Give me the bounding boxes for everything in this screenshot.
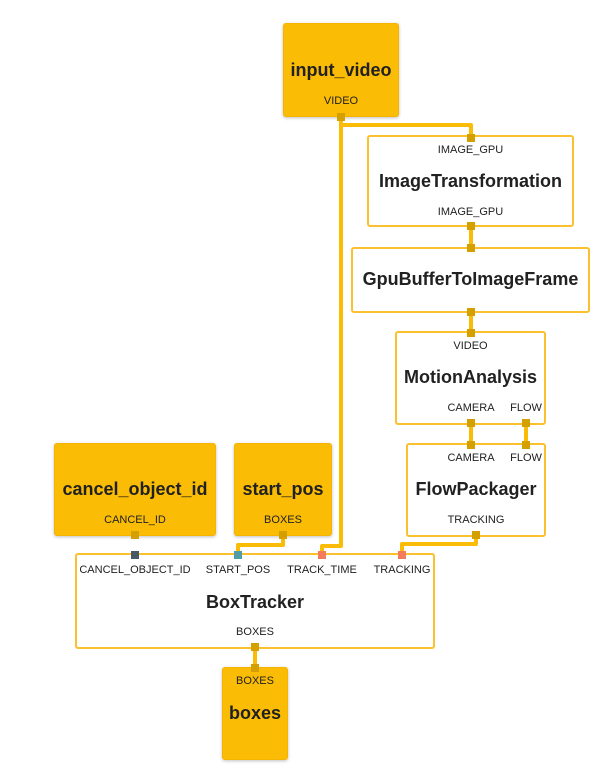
input-video-title: input_video	[290, 60, 392, 80]
motion-analysis-flow-port-label: FLOW	[510, 402, 542, 414]
image-transformation-input-port-label: IMAGE_GPU	[437, 144, 504, 156]
boxes-node[interactable]: BOXES boxes	[222, 667, 288, 760]
cancel-object-id-output-port-label: CANCEL_ID	[104, 514, 166, 526]
flow-packager-node[interactable]: CAMERA FLOW FlowPackager TRACKING	[406, 443, 546, 537]
input-video-output-port-label: VIDEO	[323, 95, 359, 107]
edge-tracking-to-box-tracker	[400, 535, 478, 555]
cancel-object-id-node[interactable]: cancel_object_id CANCEL_ID	[54, 443, 216, 536]
motion-analysis-title: MotionAnalysis	[403, 367, 537, 387]
motion-analysis-input-port-label: VIDEO	[453, 340, 488, 352]
flow-packager-output-port-label: TRACKING	[447, 514, 505, 526]
image-transformation-output-port-label: IMAGE_GPU	[437, 206, 504, 218]
start-pos-title: start_pos	[242, 479, 324, 499]
motion-analysis-node[interactable]: VIDEO MotionAnalysis CAMERA FLOW	[395, 331, 546, 425]
cancel-object-id-title: cancel_object_id	[62, 479, 208, 499]
start-pos-output-port-label: BOXES	[264, 514, 302, 526]
box-tracker-track-time-port-label: TRACK_TIME	[287, 564, 357, 576]
box-tracker-node[interactable]: CANCEL_OBJECT_ID START_POS TRACK_TIME TR…	[75, 553, 435, 649]
image-transformation-title: ImageTransformation	[378, 171, 563, 191]
flow-packager-camera-port-label: CAMERA	[447, 452, 495, 464]
flow-packager-title: FlowPackager	[415, 479, 537, 499]
image-transformation-node[interactable]: IMAGE_GPU ImageTransformation IMAGE_GPU	[367, 135, 574, 227]
boxes-title: boxes	[228, 703, 282, 723]
boxes-input-port-label: BOXES	[236, 675, 274, 687]
box-tracker-cancel-port-label: CANCEL_OBJECT_ID	[79, 564, 191, 576]
input-video-node[interactable]: input_video VIDEO	[283, 23, 399, 117]
motion-analysis-camera-port-label: CAMERA	[447, 402, 495, 414]
box-tracker-tracking-port-label: TRACKING	[373, 564, 431, 576]
edge-video-to-track-time	[320, 117, 343, 555]
flow-packager-flow-port-label: FLOW	[510, 452, 542, 464]
box-tracker-output-port-label: BOXES	[236, 626, 274, 638]
box-tracker-title: BoxTracker	[205, 592, 305, 612]
start-pos-node[interactable]: start_pos BOXES	[234, 443, 332, 536]
gpu-buffer-to-image-frame-node[interactable]: GpuBufferToImageFrame	[351, 247, 590, 313]
edge-start-pos-to-box-tracker	[236, 535, 285, 555]
gpu-buffer-title: GpuBufferToImageFrame	[362, 269, 579, 289]
box-tracker-start-port-label: START_POS	[205, 564, 271, 576]
